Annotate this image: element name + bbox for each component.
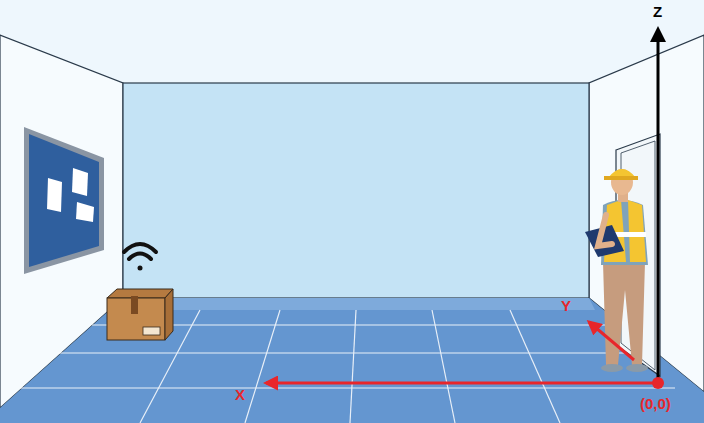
back-wall [123, 83, 589, 298]
axis-label: Y [561, 298, 571, 313]
z-arrowhead [650, 26, 666, 42]
z-axis [657, 38, 660, 383]
baseboard [116, 298, 595, 310]
right-wall [589, 35, 704, 392]
origin-label: (0,0) [640, 396, 671, 411]
y-axis [589, 322, 634, 360]
origin-dot [652, 377, 664, 389]
cardboard-box [107, 289, 173, 340]
x-axis [266, 382, 658, 385]
axis-label: Z [653, 4, 662, 19]
worker-figure [585, 169, 648, 372]
pinboard [24, 127, 104, 274]
axis-label: X [235, 387, 245, 402]
wifi-symbol [124, 244, 156, 271]
floor [0, 298, 704, 423]
